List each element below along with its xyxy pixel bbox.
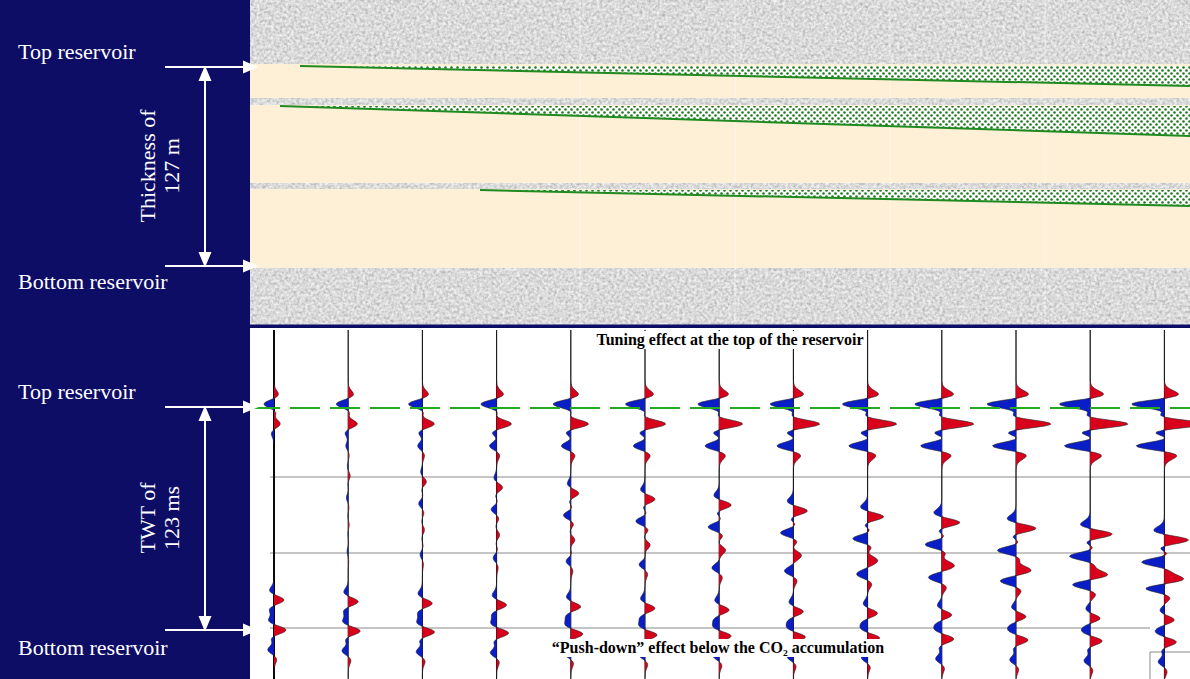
thickness-dimension: Thickness of 127 m [136, 104, 184, 229]
horizon-label: Bottom reservoir [18, 270, 168, 294]
panel-title: “Push-down” effect below the CO₂ accumul… [549, 639, 887, 657]
panel-title: Tuning effect at the top of the reservoi… [593, 331, 866, 349]
cap-rock [250, 0, 1190, 64]
horizon-label: Bottom reservoir [18, 636, 168, 660]
shale-layer [250, 98, 1190, 105]
horizon-label: Top reservoir [18, 380, 136, 404]
time-grid [270, 477, 1190, 679]
shale-layer [250, 183, 1190, 189]
base-rock [250, 268, 1190, 325]
seismic-panel [250, 328, 1190, 679]
section-grid [580, 0, 1045, 325]
top-horizon [250, 407, 1190, 409]
twt-dimension: TWT of 123 ms [136, 478, 184, 558]
horizon-label: Top reservoir [18, 40, 136, 64]
co2-wedge [280, 66, 1190, 206]
seismic-traces [264, 330, 1190, 679]
reservoir-sand [250, 64, 1190, 268]
